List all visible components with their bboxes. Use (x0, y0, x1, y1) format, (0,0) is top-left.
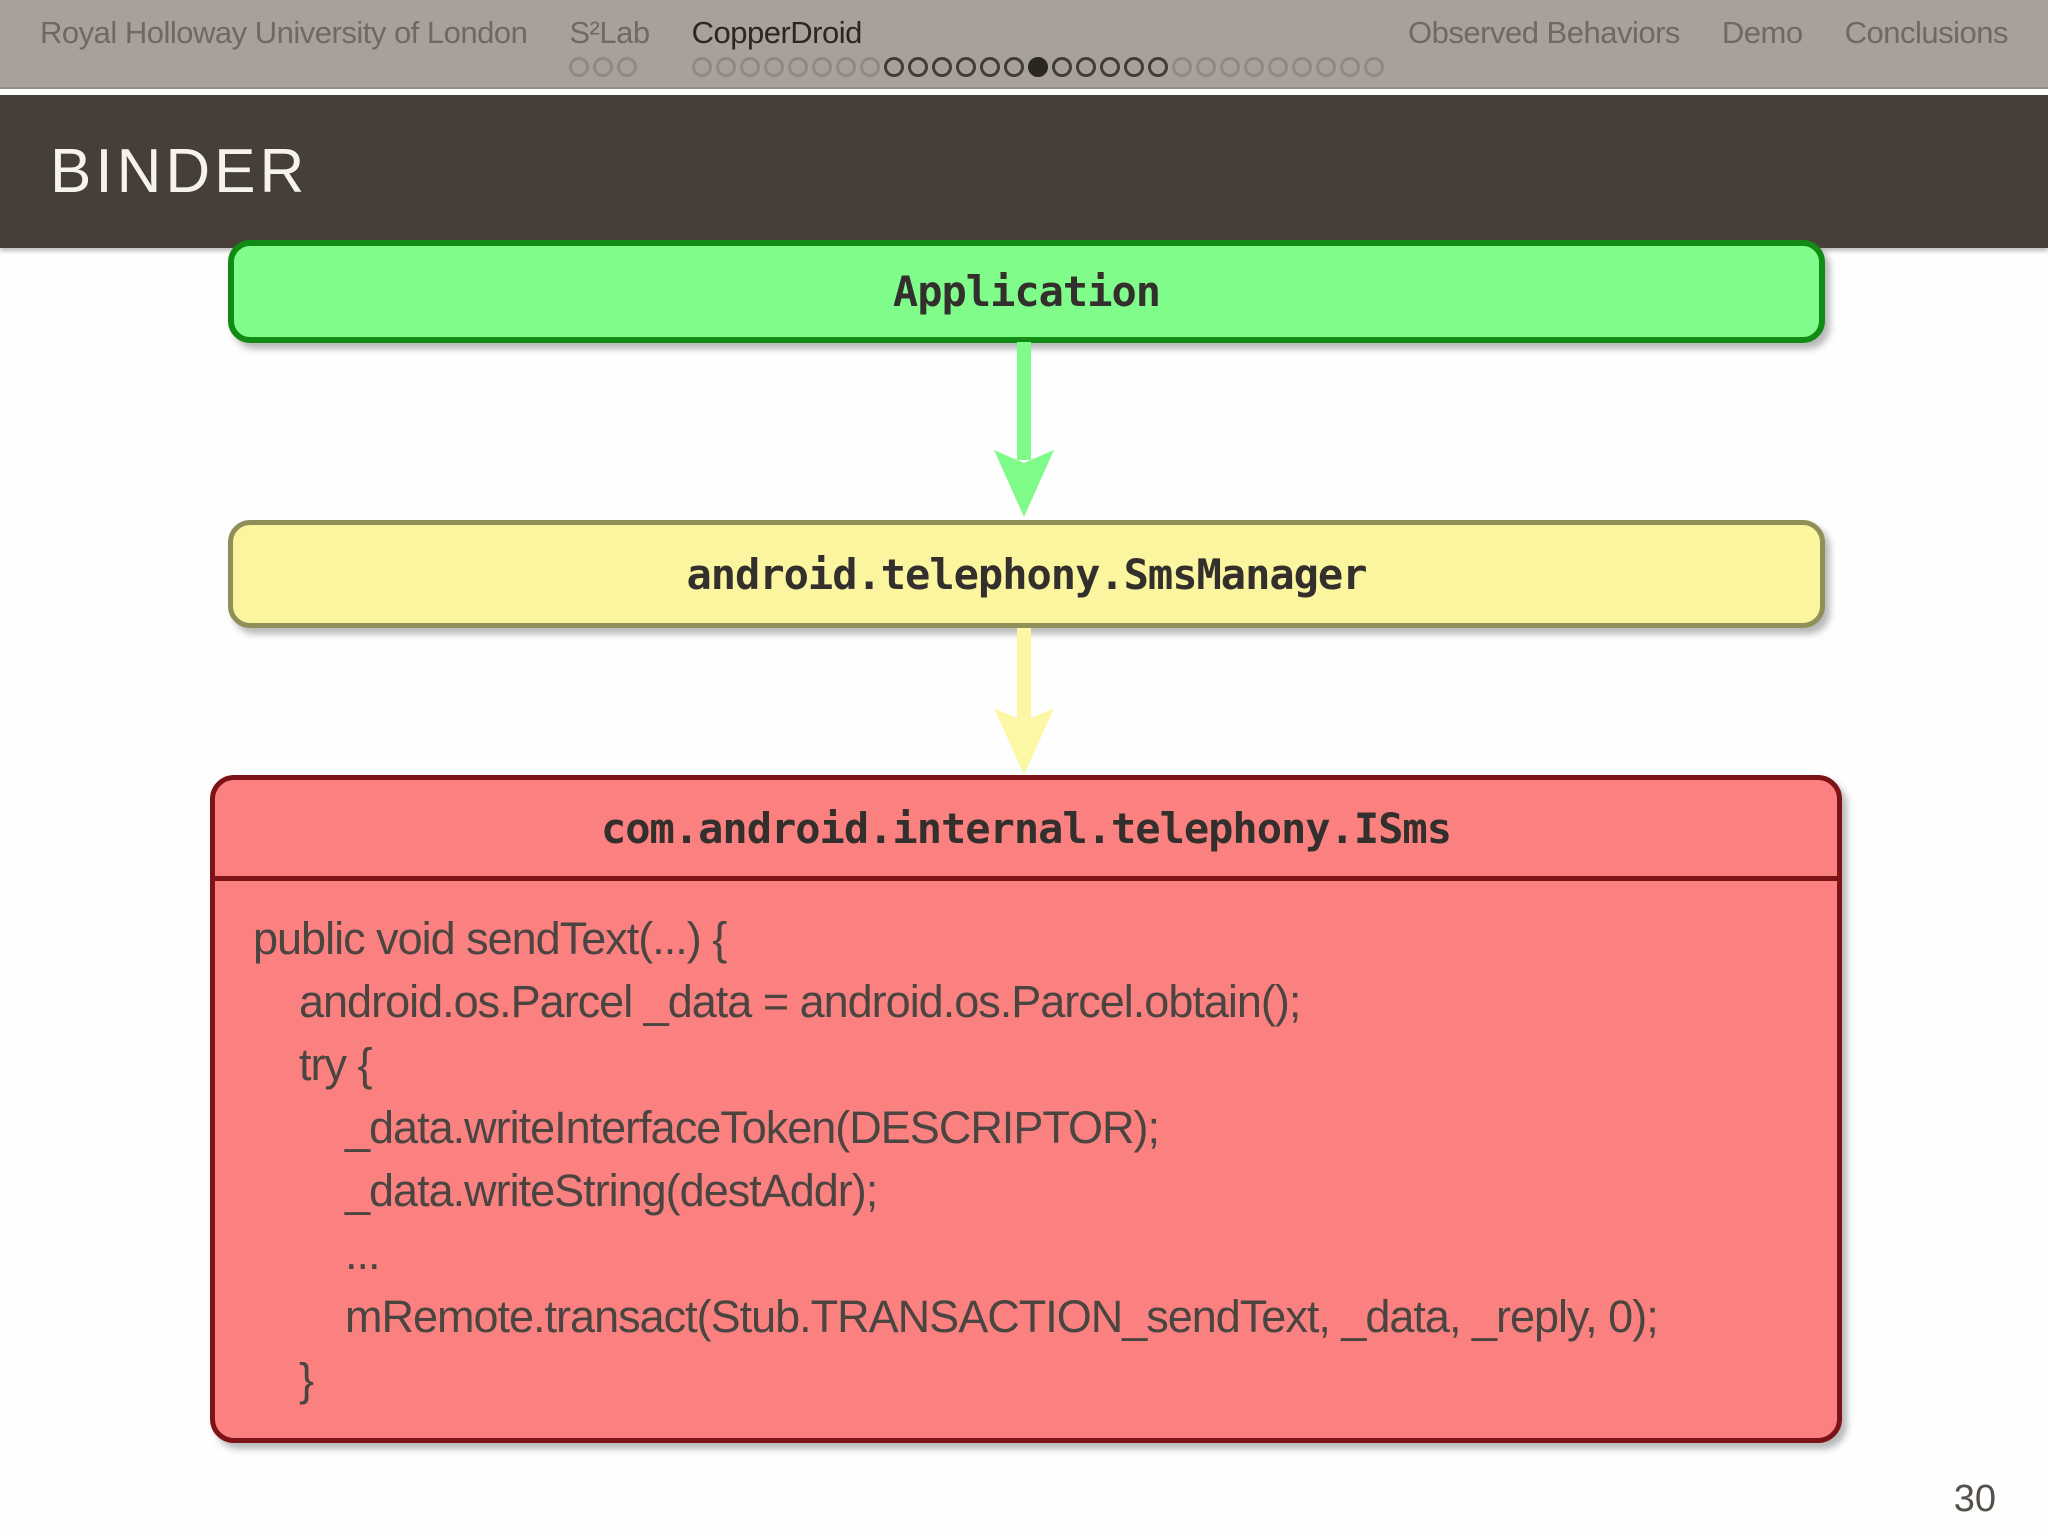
nav-bar: Royal Holloway University of London S²La… (0, 0, 2048, 89)
nav-section-demo[interactable]: Demo (1721, 15, 1803, 50)
nav-dots-s2lab (569, 57, 638, 77)
nav-section-copperdroid-label[interactable]: CopperDroid (691, 15, 863, 50)
nav-right-group: Observed Behaviors Demo Conclusions (1408, 0, 2008, 87)
nav-dot[interactable] (1099, 57, 1120, 77)
nav-dot[interactable] (859, 57, 880, 77)
nav-dot[interactable] (1003, 57, 1024, 77)
code-line: ... (345, 1228, 381, 1279)
arrow-smsmanager-to-isms (994, 628, 1054, 775)
code-line: try { (299, 1039, 373, 1090)
code-line: _data.writeString(destAddr); (345, 1165, 878, 1216)
nav-left-group: Royal Holloway University of London S²La… (40, 0, 1384, 87)
nav-dot[interactable] (883, 57, 904, 77)
nav-dot[interactable] (1195, 57, 1216, 77)
nav-dot[interactable] (617, 57, 638, 77)
diagram-node-application: Application (228, 240, 1825, 343)
nav-section-copperdroid: CopperDroid (691, 0, 1384, 77)
diagram-node-smsmanager: android.telephony.SmsManager (228, 520, 1825, 628)
nav-dot[interactable] (691, 57, 712, 77)
nav-dot[interactable] (1051, 57, 1072, 77)
isms-code-block: public void sendText(...) { android.os.Pa… (215, 881, 1837, 1411)
code-line: mRemote.transact(Stub.TRANSACTION_sendTe… (345, 1291, 1659, 1342)
nav-dot[interactable] (1363, 57, 1384, 77)
nav-dot-current[interactable] (1027, 57, 1048, 77)
nav-dot[interactable] (1219, 57, 1240, 77)
nav-dots-copperdroid (691, 57, 1384, 77)
nav-institution: Royal Holloway University of London (40, 15, 528, 50)
nav-section-s2lab-label[interactable]: S²Lab (569, 15, 650, 50)
nav-dot[interactable] (1243, 57, 1264, 77)
nav-dot[interactable] (569, 57, 590, 77)
nav-dot[interactable] (955, 57, 976, 77)
nav-dot[interactable] (811, 57, 832, 77)
node-application-label: Application (892, 267, 1161, 316)
nav-dot[interactable] (739, 57, 760, 77)
nav-dot[interactable] (1315, 57, 1336, 77)
nav-dot[interactable] (1171, 57, 1192, 77)
arrow-application-to-smsmanager (994, 342, 1054, 517)
node-smsmanager-label: android.telephony.SmsManager (686, 549, 1367, 599)
nav-section-conclusions[interactable]: Conclusions (1844, 15, 2009, 50)
diagram-node-isms: com.android.internal.telephony.ISms publ… (210, 775, 1842, 1443)
node-isms-title: com.android.internal.telephony.ISms (600, 803, 1452, 853)
page-number: 30 (1953, 1478, 1996, 1520)
nav-section-s2lab: S²Lab (569, 0, 650, 77)
nav-dot[interactable] (1123, 57, 1144, 77)
nav-dot[interactable] (931, 57, 952, 77)
nav-dot[interactable] (835, 57, 856, 77)
nav-dot[interactable] (1267, 57, 1288, 77)
nav-dot[interactable] (1147, 57, 1168, 77)
nav-dot[interactable] (1291, 57, 1312, 77)
nav-dot[interactable] (593, 57, 614, 77)
code-line: _data.writeInterfaceToken(DESCRIPTOR); (345, 1102, 1160, 1153)
code-line: } (299, 1354, 314, 1405)
code-line: android.os.Parcel _data = android.os.Par… (299, 976, 1301, 1027)
code-line: public void sendText(...) { (253, 913, 727, 964)
nav-section-observed-behaviors[interactable]: Observed Behaviors (1408, 15, 1680, 50)
page-title: BINDER (50, 137, 309, 206)
nav-dot[interactable] (763, 57, 784, 77)
nav-dot[interactable] (715, 57, 736, 77)
nav-dot[interactable] (787, 57, 808, 77)
node-isms-header: com.android.internal.telephony.ISms (215, 780, 1837, 881)
nav-dot[interactable] (1339, 57, 1360, 77)
title-bar: BINDER (0, 95, 2048, 248)
nav-dot[interactable] (1075, 57, 1096, 77)
nav-dot[interactable] (979, 57, 1000, 77)
nav-dot[interactable] (907, 57, 928, 77)
